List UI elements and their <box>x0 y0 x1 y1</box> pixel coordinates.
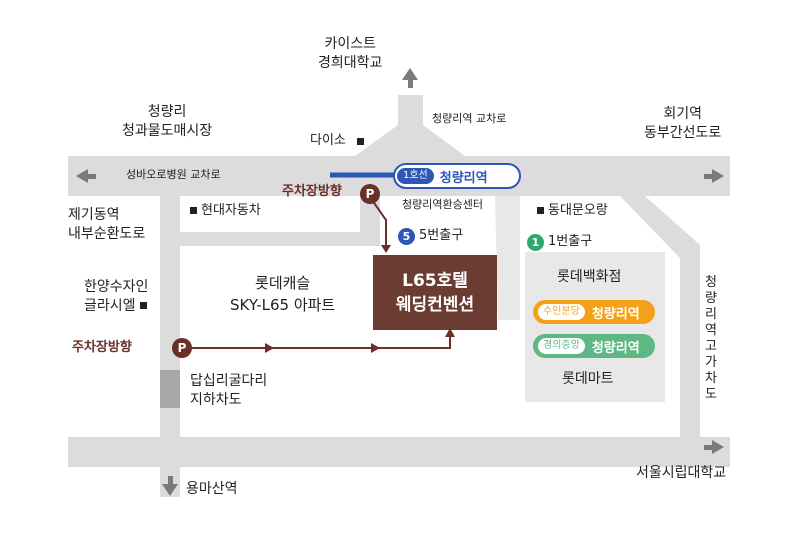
hanyang-marker-icon <box>139 302 147 309</box>
label-lotte-castle-bottom: SKY-L65 아파트 <box>230 296 336 314</box>
label-parking-top: 주차장방향 <box>282 184 342 199</box>
road-inner-vertical <box>360 196 380 246</box>
label-dapsimni: 답십리굴다리 지하차도 <box>190 372 267 410</box>
label-yongmasan: 용마산역 <box>186 481 238 497</box>
label-kaist-top: 카이스트 <box>324 36 376 52</box>
road-inner-horizontal <box>180 232 380 246</box>
parking-icon: P <box>360 184 380 204</box>
label-kaist-bottom: 경희대학교 <box>318 55 383 71</box>
arrow-left-icon <box>76 169 96 183</box>
parking-route-top-arrowhead <box>381 245 391 253</box>
parking-route-left-arrow-1 <box>265 343 274 353</box>
parking-route-left-arrow-2 <box>371 343 380 353</box>
label-overpass-vertical: 청량리역 고가차도 <box>705 275 717 402</box>
label-hanyang: 한양수자인 글라시엘 <box>84 278 148 316</box>
line1-station-name: 청량리역 <box>439 170 488 186</box>
label-lotte-mart: 롯데마트 <box>562 371 614 387</box>
label-cheongnyangni-market: 청량리 청과물도매시장 <box>122 103 212 141</box>
gyeongui-station-name: 청량리역 <box>591 340 640 356</box>
parking-route-left-arrowhead <box>445 328 455 337</box>
main-road-south <box>68 437 730 467</box>
arrow-up-icon <box>402 68 418 88</box>
label-hoegi-bottom: 동부간선도로 <box>644 125 722 141</box>
label-hoegi-top: 회기역 <box>663 106 702 122</box>
block-near-transfer <box>495 196 520 320</box>
gyeongui-badge: 경의중앙 <box>538 338 585 354</box>
label-dapsimni-top: 답십리굴다리 <box>190 373 268 389</box>
label-hanyang-bottom-text: 글라시엘 <box>84 298 136 314</box>
arrow-right-south-icon <box>704 440 724 454</box>
venue-l65-hotel[interactable]: L65호텔 웨딩컨벤션 <box>373 255 497 330</box>
label-lotte-dept: 롯데백화점 <box>557 269 622 285</box>
venue-name-line1: L65호텔 <box>402 270 468 291</box>
exit1-badge: 1 <box>527 234 544 251</box>
label-exit1: 1번출구 <box>548 234 593 249</box>
label-cheongnyangni-bottom: 청과물도매시장 <box>122 123 213 139</box>
label-hoegi: 회기역 동부간선도로 <box>644 105 721 143</box>
dapsimni-underpass <box>160 370 180 408</box>
station-gyeongui-jungang: 경의중앙 청량리역 <box>533 334 655 358</box>
label-cheongnyangni-junction: 청량리역 교차로 <box>432 112 507 125</box>
label-dongdaemun: 동대문오랑 <box>548 203 608 218</box>
label-transfer-center: 청량리역환승센터 <box>402 198 483 211</box>
exit5-badge: 5 <box>398 228 415 245</box>
venue-name-line2: 웨딩컨벤션 <box>395 294 475 315</box>
arrow-right-icon <box>704 169 724 183</box>
parking-route-top <box>371 199 387 247</box>
station-line1-cheongnyangni: 1호선 청량리역 <box>393 163 521 189</box>
label-seongbao-junction: 성바오로병원 교차로 <box>126 168 221 181</box>
label-lotte-castle-top: 롯데캐슬 <box>255 274 311 292</box>
station-suin-bundang: 수인분당 청량리역 <box>533 300 655 324</box>
label-jegi-top: 제기동역 <box>68 207 120 223</box>
hyundai-marker-icon <box>190 207 197 214</box>
label-dapsimni-bottom: 지하차도 <box>190 392 242 408</box>
suin-station-name: 청량리역 <box>591 306 640 322</box>
road-to-kaist <box>355 95 465 156</box>
suin-badge: 수인분당 <box>538 304 585 320</box>
label-jegi: 제기동역 내부순환도로 <box>68 206 145 244</box>
label-exit5: 5번출구 <box>419 228 464 243</box>
road-east-diagonal <box>620 196 700 437</box>
label-parking-left: 주차장방향 <box>72 340 132 355</box>
arrow-down-icon <box>162 476 178 496</box>
dongdaemun-marker-icon <box>537 207 544 214</box>
label-cheongnyangni-top: 청량리 <box>147 104 187 120</box>
parking-icon-left: P <box>172 338 192 358</box>
label-hanyang-top: 한양수자인 <box>84 279 149 295</box>
label-university: 서울시립대학교 <box>636 465 727 481</box>
label-jegi-bottom: 내부순환도로 <box>68 226 146 242</box>
daiso-marker-icon <box>357 138 364 145</box>
label-daiso: 다이소 <box>310 133 346 148</box>
label-hanyang-bottom: 글라시엘 <box>84 297 148 316</box>
label-hyundai: 현대자동차 <box>201 203 261 218</box>
line1-badge: 1호선 <box>397 168 434 184</box>
parking-route-left <box>192 334 451 349</box>
lotte-block <box>525 252 665 402</box>
label-lotte-castle: 롯데캐슬 SKY-L65 아파트 <box>230 272 335 316</box>
label-kaist: 카이스트 경희대학교 <box>318 35 382 73</box>
